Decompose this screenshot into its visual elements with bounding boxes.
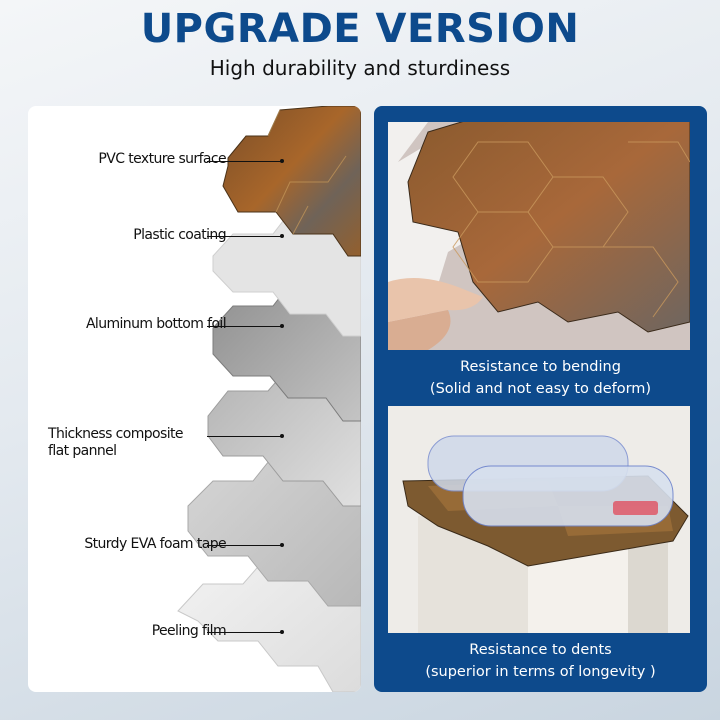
leader-line-composite <box>207 434 284 438</box>
leader-line-plastic <box>207 234 284 238</box>
page-subtitle: High durability and sturdiness <box>209 56 511 80</box>
layer-label-aluminum-foil: Aluminum bottom foil <box>85 316 227 332</box>
bending-caption-detail: (Solid and not easy to deform) <box>429 381 652 397</box>
layer-label-plastic-coating: Plastic coating <box>133 227 226 243</box>
layer-structure-card: PVC texture surface Plastic coating Alum… <box>28 106 361 692</box>
leader-line-aluminum <box>207 324 284 328</box>
dent-photo <box>388 406 690 633</box>
exploded-layer-illustration <box>177 106 361 692</box>
dent-caption: Resistance to dents (superior in terms o… <box>374 639 707 683</box>
layer-label-pvc-surface: PVC texture surface <box>98 151 226 167</box>
layer-label-peeling-film: Peeling film <box>151 623 227 639</box>
layer-label-composite-line1: Thickness composite <box>48 426 183 442</box>
bending-caption-title: Resistance to bending <box>460 359 621 375</box>
leader-line-peeling <box>207 630 284 634</box>
water-bottles-on-tile-image <box>402 435 689 633</box>
page-title: UPGRADE VERSION <box>140 6 580 52</box>
features-card: Resistance to bending (Solid and not eas… <box>374 106 707 692</box>
layer-label-composite-panel: Thickness composite flat pannel <box>48 426 183 460</box>
leader-line-eva <box>207 543 284 547</box>
dent-caption-title: Resistance to dents <box>469 642 612 658</box>
dent-caption-detail: (superior in terms of longevity ) <box>425 664 656 680</box>
bending-photo <box>388 122 690 350</box>
leader-line-pvc <box>207 159 284 163</box>
bending-caption: Resistance to bending (Solid and not eas… <box>374 356 707 400</box>
layer-label-eva-tape: Sturdy EVA foam tape <box>84 536 226 552</box>
hexagon-tile-bending-image <box>388 122 690 350</box>
layer-label-composite-line2: flat pannel <box>48 443 117 459</box>
